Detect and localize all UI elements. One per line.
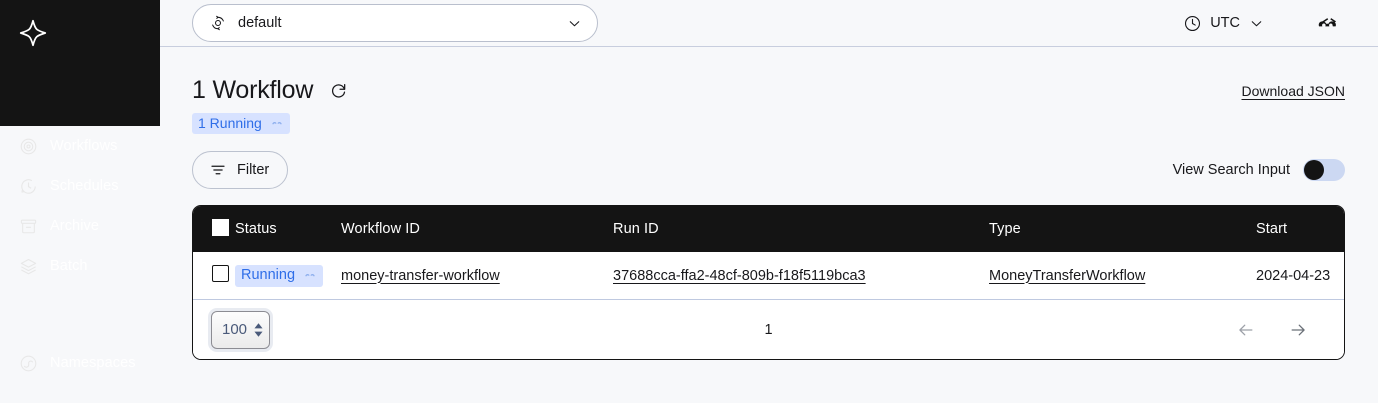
sidebar-item-schedules[interactable]: Schedules bbox=[0, 166, 160, 206]
arrow-right-icon[interactable] bbox=[1286, 320, 1310, 340]
pagination-bar: 100 1 bbox=[193, 299, 1344, 359]
top-bar: default UTC bbox=[160, 0, 1378, 47]
sidebar-nav-main: Workflows Schedules bbox=[0, 126, 160, 403]
arrow-left-icon[interactable] bbox=[1234, 320, 1258, 340]
top-bar-right: UTC bbox=[1183, 13, 1345, 33]
cell-status: Running bbox=[235, 252, 341, 299]
select-all-checkbox[interactable] bbox=[212, 218, 229, 236]
sidebar-item-label: Schedules bbox=[50, 178, 119, 194]
chevron-down-icon bbox=[566, 15, 583, 32]
cell-type: MoneyTransferWorkflow bbox=[989, 252, 1256, 299]
view-search-input-toggle[interactable] bbox=[1303, 159, 1345, 181]
timezone-value: UTC bbox=[1210, 15, 1240, 31]
status-badge-label: 1 Running bbox=[198, 115, 262, 131]
workflows-table: Status Workflow ID Run ID Type Start bbox=[192, 205, 1345, 360]
page-size-select[interactable]: 100 bbox=[211, 310, 270, 349]
sidebar-item-label: Batch bbox=[50, 258, 88, 274]
sidebar: Workflows Schedules bbox=[0, 0, 160, 403]
th-select-all bbox=[193, 206, 235, 252]
th-status[interactable]: Status bbox=[235, 221, 277, 237]
temporal-logo-icon[interactable] bbox=[16, 16, 50, 50]
row-status-label: Running bbox=[241, 267, 296, 283]
page-title: 1 Workflow bbox=[192, 76, 314, 104]
sidebar-item-label: Archive bbox=[50, 218, 100, 234]
chevron-down-icon bbox=[1248, 15, 1265, 32]
row-checkbox[interactable] bbox=[212, 265, 229, 282]
cell-run-id: 37688cca-ffa2-48cf-809b-f18f5119bca3 bbox=[613, 252, 989, 299]
sidebar-item-workflows[interactable]: Workflows bbox=[0, 126, 160, 166]
sidebar-item-archive[interactable]: Archive bbox=[0, 206, 160, 246]
sidebar-item-batch[interactable]: Batch bbox=[0, 246, 160, 286]
download-json-link[interactable]: Download JSON bbox=[1241, 82, 1346, 99]
table-head: Status Workflow ID Run ID Type Start bbox=[193, 206, 1344, 252]
filter-icon bbox=[209, 161, 227, 179]
page-number: 1 bbox=[764, 321, 773, 338]
row-select-cell bbox=[193, 252, 235, 299]
table-body: Running money-transfer-workflow bbox=[193, 252, 1344, 299]
toolbar-row: Filter View Search Input bbox=[192, 151, 1345, 189]
workflows-icon bbox=[18, 136, 38, 156]
th-run-id[interactable]: Run ID bbox=[613, 221, 659, 237]
namespace-value: default bbox=[238, 15, 282, 31]
filter-button[interactable]: Filter bbox=[192, 151, 289, 189]
th-type[interactable]: Type bbox=[989, 221, 1021, 237]
stepper-updown-icon bbox=[254, 322, 263, 337]
th-start[interactable]: Start bbox=[1256, 221, 1288, 237]
table-header-row: Status Workflow ID Run ID Type Start bbox=[193, 206, 1344, 252]
run-id-link[interactable]: 37688cca-ffa2-48cf-809b-f18f5119bca3 bbox=[613, 267, 866, 284]
cell-workflow-id: money-transfer-workflow bbox=[341, 252, 613, 299]
main-area: default UTC bbox=[160, 0, 1378, 403]
sidebar-item-label: Workflows bbox=[50, 138, 118, 154]
archive-box-icon bbox=[18, 216, 38, 236]
content-area: 1 Workflow Download JSON 1 Running bbox=[160, 76, 1378, 360]
page-header-row: 1 Workflow Download JSON bbox=[192, 76, 1345, 105]
workflow-id-link[interactable]: money-transfer-workflow bbox=[341, 267, 500, 284]
th-workflow-id[interactable]: Workflow ID bbox=[341, 221, 420, 237]
toggle-knob bbox=[1304, 160, 1324, 180]
namespace-select[interactable]: default bbox=[192, 4, 598, 42]
namespaces-swirl-icon bbox=[18, 353, 38, 373]
glasses-icon[interactable] bbox=[1317, 13, 1345, 33]
batch-layers-icon bbox=[18, 256, 38, 276]
workflows-table-element: Status Workflow ID Run ID Type Start bbox=[193, 206, 1344, 299]
status-badge-running[interactable]: 1 Running bbox=[192, 113, 290, 134]
sidebar-nav-bottom: Namespaces bbox=[0, 343, 160, 383]
pagination-arrows bbox=[1234, 320, 1310, 340]
table-row[interactable]: Running money-transfer-workflow bbox=[193, 252, 1344, 299]
view-search-input-control: View Search Input bbox=[1173, 159, 1345, 181]
timezone-selector[interactable]: UTC bbox=[1183, 14, 1265, 33]
view-search-input-label: View Search Input bbox=[1172, 162, 1290, 178]
refresh-icon[interactable] bbox=[327, 79, 350, 102]
namespace-icon bbox=[209, 14, 227, 32]
row-status-badge[interactable]: Running bbox=[235, 264, 324, 287]
page-size-value: 100 bbox=[222, 321, 248, 338]
sidebar-item-namespaces[interactable]: Namespaces bbox=[0, 343, 160, 383]
workflow-type-link[interactable]: MoneyTransferWorkflow bbox=[989, 267, 1146, 284]
clock-icon bbox=[1183, 14, 1202, 33]
running-spinner-icon bbox=[271, 117, 283, 129]
schedules-clock-icon bbox=[18, 176, 38, 196]
filter-button-label: Filter bbox=[237, 162, 270, 178]
running-spinner-icon bbox=[304, 269, 316, 281]
cell-start: 2024-04-23 bbox=[1256, 267, 1331, 284]
sidebar-item-label: Namespaces bbox=[50, 355, 136, 371]
